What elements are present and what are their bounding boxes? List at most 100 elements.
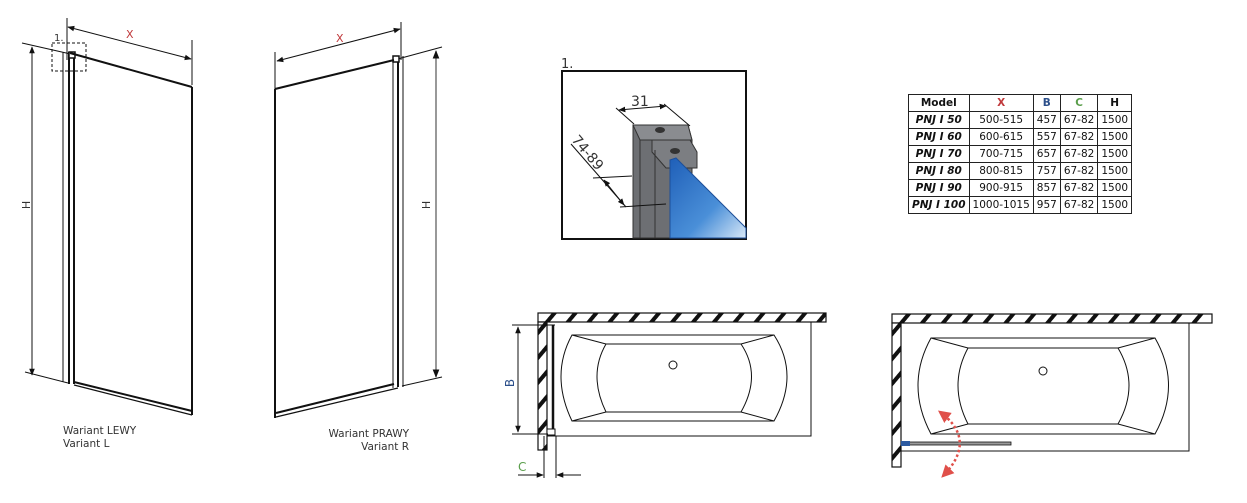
cell-model: PNJ I 50 xyxy=(908,111,970,129)
left-variant-view: X H 1. xyxy=(20,18,193,416)
dimension-31-arrow xyxy=(618,103,667,113)
header-x: X xyxy=(968,94,1034,112)
bathtub-basin xyxy=(957,347,1130,425)
cell-c: 67-82 xyxy=(1059,128,1099,146)
header-model: Model xyxy=(908,94,970,112)
cell-b: 857 xyxy=(1032,179,1061,197)
x-label: X xyxy=(126,28,134,41)
cell-b: 757 xyxy=(1032,162,1061,180)
glass-panel-plan xyxy=(908,441,1012,446)
bathtub-outline xyxy=(546,321,812,437)
tub-corner-line xyxy=(740,411,775,422)
swing-arrow-icon xyxy=(937,410,961,478)
tub-corner-line xyxy=(930,423,969,435)
cell-h: 1500 xyxy=(1097,179,1133,197)
bathtub-outline xyxy=(900,322,1190,452)
cell-model: PNJ I 80 xyxy=(908,162,970,180)
cell-c: 67-82 xyxy=(1059,145,1099,163)
dimension-74-89-arrow xyxy=(603,179,625,206)
side-wall xyxy=(891,322,902,468)
cell-h: 1500 xyxy=(1097,196,1133,214)
cell-model: PNJ I 90 xyxy=(908,179,970,197)
side-wall xyxy=(537,321,548,451)
cell-h: 1500 xyxy=(1097,111,1133,129)
cell-x: 1000-1015 xyxy=(968,196,1034,214)
x-dimension-arrow xyxy=(67,25,192,61)
cell-b: 457 xyxy=(1032,111,1061,129)
extension-line xyxy=(592,175,633,179)
back-wall xyxy=(537,312,827,323)
left-variant-caption: Wariant LEWY Variant L xyxy=(63,425,136,451)
h-extension-line xyxy=(24,371,69,384)
detail-marker-box xyxy=(51,42,87,72)
bathtub-rim xyxy=(560,334,788,422)
panel-bottom-edge xyxy=(275,387,399,418)
tub-corner-line xyxy=(930,337,969,349)
header-b: B xyxy=(1032,94,1061,112)
plan-view-left: B C xyxy=(503,312,827,478)
cell-b: 957 xyxy=(1032,196,1061,214)
h-extension-line xyxy=(401,376,443,387)
right-caption-line1: Wariant PRAWY xyxy=(328,428,409,440)
header-c: C xyxy=(1059,94,1099,112)
cell-h: 1500 xyxy=(1097,145,1133,163)
right-variant-caption: Wariant PRAWY Variant R xyxy=(326,428,409,454)
h-label: H xyxy=(20,201,33,209)
drain-icon xyxy=(668,360,678,370)
cell-model: PNJ I 60 xyxy=(908,128,970,146)
screw-hole xyxy=(655,127,665,133)
extension-line xyxy=(663,103,691,127)
cell-x: 900-915 xyxy=(968,179,1034,197)
plan-view-right xyxy=(891,313,1213,478)
panel-bottom-edge xyxy=(73,384,193,416)
profile-width-label: 31 xyxy=(631,94,649,110)
cell-c: 67-82 xyxy=(1059,179,1099,197)
cell-model: PNJ I 100 xyxy=(908,196,970,214)
cell-model: PNJ I 70 xyxy=(908,145,970,163)
hinge xyxy=(901,441,910,446)
hinge xyxy=(392,55,400,63)
right-variant-view: X H xyxy=(274,22,443,418)
cell-b: 657 xyxy=(1032,145,1061,163)
tub-corner-line xyxy=(1117,337,1156,349)
bathtub-rim xyxy=(917,337,1169,435)
h-extension-line xyxy=(21,42,76,56)
glass-clamp xyxy=(651,139,698,169)
h-label: H xyxy=(420,201,433,209)
panel-bottom-edge xyxy=(73,381,193,412)
right-caption-line2: Variant R xyxy=(361,441,409,453)
cell-h: 1500 xyxy=(1097,162,1133,180)
cell-c: 67-82 xyxy=(1059,162,1099,180)
left-caption-line2: Variant L xyxy=(63,438,110,450)
tub-corner-line xyxy=(1117,423,1156,435)
detail-view: 1. 31 74-89 xyxy=(561,57,747,240)
cell-c: 67-82 xyxy=(1059,111,1099,129)
cell-x: 600-615 xyxy=(968,128,1034,146)
cell-h: 1500 xyxy=(1097,128,1133,146)
x-dimension-arrow xyxy=(276,27,401,63)
back-wall xyxy=(891,313,1213,324)
cell-x: 800-815 xyxy=(968,162,1034,180)
tub-corner-line xyxy=(571,411,607,422)
extension-line xyxy=(615,107,635,125)
detail-marker-label: 1. xyxy=(54,33,64,44)
cell-x: 700-715 xyxy=(968,145,1034,163)
h-extension-line xyxy=(393,46,443,61)
glass-pane xyxy=(669,157,747,239)
detail-number: 1. xyxy=(561,57,573,72)
cell-x: 500-515 xyxy=(968,111,1034,129)
x-label: X xyxy=(336,32,344,45)
b-label: B xyxy=(503,379,517,387)
tub-corner-line xyxy=(740,334,775,345)
screw-hole xyxy=(670,148,680,154)
extension-line xyxy=(619,203,667,208)
panel-top-edge xyxy=(69,52,193,88)
tub-corner-line xyxy=(571,334,607,345)
c-label: C xyxy=(518,460,526,474)
left-caption-line1: Wariant LEWY xyxy=(63,425,137,437)
